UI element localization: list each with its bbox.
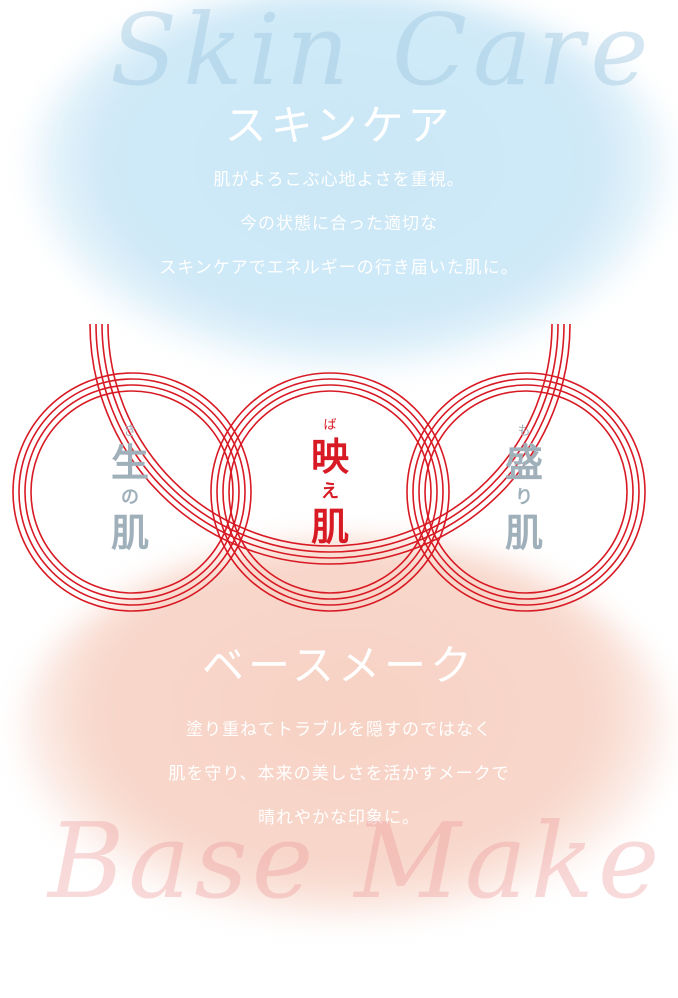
ruby-ba: ば	[323, 418, 337, 433]
skincare-blue-wash	[30, 0, 670, 370]
ring-right-stroke-1	[406, 372, 646, 612]
skincare-script-title: Skin Care	[110, 0, 655, 108]
ring-center-stroke-1	[210, 372, 450, 612]
kanji-ba: 映	[310, 435, 349, 479]
kanji-hada-left: 肌	[110, 511, 149, 555]
kana-e: え	[321, 481, 339, 502]
ring-left-stroke-4	[30, 390, 234, 594]
ring-right-stroke-3	[418, 384, 634, 600]
top-arc-stroke-4	[107, 323, 553, 547]
basemake-script-title: Base Make Up	[48, 800, 678, 922]
top-arc-stroke-2	[95, 323, 565, 559]
ring-center-stroke-4	[228, 390, 432, 594]
ring-left-stroke-2	[18, 378, 246, 606]
kana-ri: り	[515, 487, 533, 508]
basemake-line-1: 塗り重ねてトラブルを隠すのではなく	[186, 720, 492, 740]
basemake-heading: ベースメーク	[202, 641, 476, 690]
skincare-line-3: スキンケアでエネルギーの行き届いた肌に。	[159, 258, 519, 278]
kanji-hada-center: 肌	[310, 505, 349, 549]
skincare-line-1: 肌がよろこぶ心地よさを重視。	[213, 170, 465, 190]
kanji-hada-right: 肌	[504, 511, 543, 555]
top-arc-stroke-1	[89, 323, 571, 565]
skincare-heading: スキンケア	[224, 101, 454, 150]
ring-left	[12, 372, 252, 612]
ruby-ki: き	[123, 424, 137, 439]
ring-center	[210, 372, 450, 612]
ring-center-stroke-3	[222, 384, 438, 600]
skincare-line-2: 今の状態に合った適切な	[240, 214, 438, 234]
kanji-sei: 生	[110, 441, 149, 485]
label-bae-hada: ば 映 え 肌	[300, 418, 360, 550]
kanji-mori: 盛	[504, 441, 543, 485]
label-ki-no-hada: き 生 の 肌	[100, 424, 160, 556]
label-mori-hada: も 盛 り 肌	[494, 424, 554, 556]
ring-right	[406, 372, 646, 612]
basemake-line-2: 肌を守り、本来の美しさを活かすメークで	[168, 764, 510, 784]
ring-left-stroke-3	[24, 384, 240, 600]
ring-center-stroke-2	[216, 378, 444, 606]
ring-right-stroke-2	[412, 378, 640, 606]
kana-no: の	[121, 487, 139, 508]
top-arc-stroke-3	[101, 323, 559, 553]
ring-left-stroke-1	[12, 372, 252, 612]
basemake-description: 塗り重ねてトラブルを隠すのではなく 肌を守り、本来の美しさを活かすメークで 晴れ…	[0, 708, 678, 840]
ring-right-stroke-4	[424, 390, 628, 594]
ruby-mo: も	[517, 424, 531, 439]
top-arc	[89, 323, 571, 565]
skincare-description: 肌がよろこぶ心地よさを重視。 今の状態に合った適切な スキンケアでエネルギーの行…	[0, 158, 678, 290]
basemake-line-3: 晴れやかな印象に。	[258, 808, 420, 828]
